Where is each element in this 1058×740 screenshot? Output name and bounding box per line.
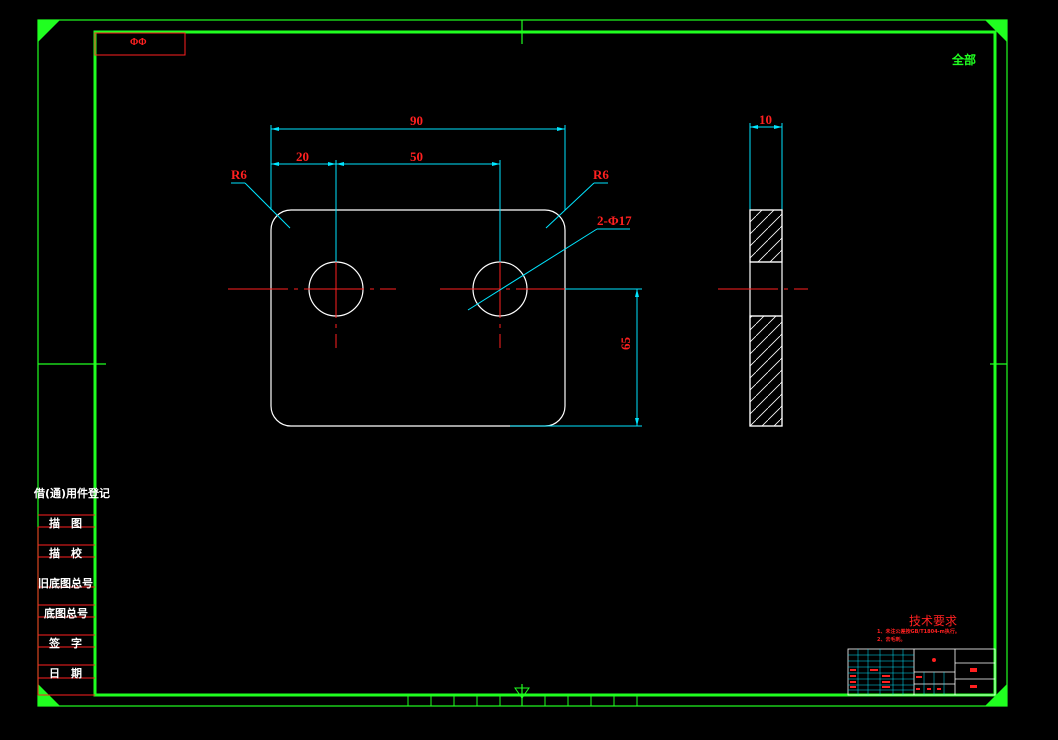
side-section-bottom <box>749 315 783 427</box>
front-view[interactable] <box>228 209 590 427</box>
side-section-top <box>749 209 783 263</box>
corner-mark-tr <box>985 20 1007 42</box>
surface-roughness-note: 全部 <box>952 53 977 67</box>
outer-border <box>37 19 1008 707</box>
code-box-label: ΦΦ <box>130 37 147 48</box>
bottom-ticks <box>407 695 638 706</box>
side-panel-row-sign: 签 字 <box>49 637 82 650</box>
side-panel-row-date: 日 期 <box>49 667 82 680</box>
orientation-triangle <box>514 687 530 699</box>
dim-holes[interactable]: 2-Φ17 <box>597 213 632 228</box>
side-panel-lines <box>37 514 95 696</box>
tech-req-title: 技术要求 <box>909 614 958 628</box>
title-block-grid <box>848 649 945 695</box>
dimension-lines <box>231 123 783 427</box>
inner-border <box>93 30 997 697</box>
tech-req-line-2: 2、去毛刺。 <box>877 637 906 643</box>
code-box <box>94 32 186 56</box>
plate-outline[interactable] <box>270 209 566 427</box>
dim-right-radius[interactable]: R6 <box>593 167 609 182</box>
side-panel-row-draw: 描 图 <box>49 517 82 530</box>
dim-height[interactable]: 65 <box>618 337 633 350</box>
dimension-arrows <box>271 125 782 426</box>
side-panel-row-old-number: 旧底图总号 <box>38 577 93 590</box>
side-panel-header: 借(通)用件登记 <box>34 487 111 500</box>
corner-mark-br <box>985 684 1007 706</box>
title-block[interactable] <box>847 648 996 696</box>
side-view[interactable] <box>718 209 808 427</box>
tech-req-line-1: 1、未注公差按GB/T1804-m执行。 <box>877 629 960 635</box>
dim-thickness[interactable]: 10 <box>759 112 772 127</box>
side-panel-row-check: 描 校 <box>49 547 82 560</box>
title-block-fill <box>850 658 977 690</box>
front-centerlines <box>228 258 590 348</box>
corner-mark-tl <box>38 20 60 42</box>
side-panel-row-number: 底图总号 <box>44 607 88 620</box>
dim-left-offset[interactable]: 20 <box>296 149 309 164</box>
dim-hole-spacing[interactable]: 50 <box>410 149 423 164</box>
side-outline <box>749 209 783 427</box>
dim-overall-width[interactable]: 90 <box>410 113 423 128</box>
dim-left-radius[interactable]: R6 <box>231 167 247 182</box>
